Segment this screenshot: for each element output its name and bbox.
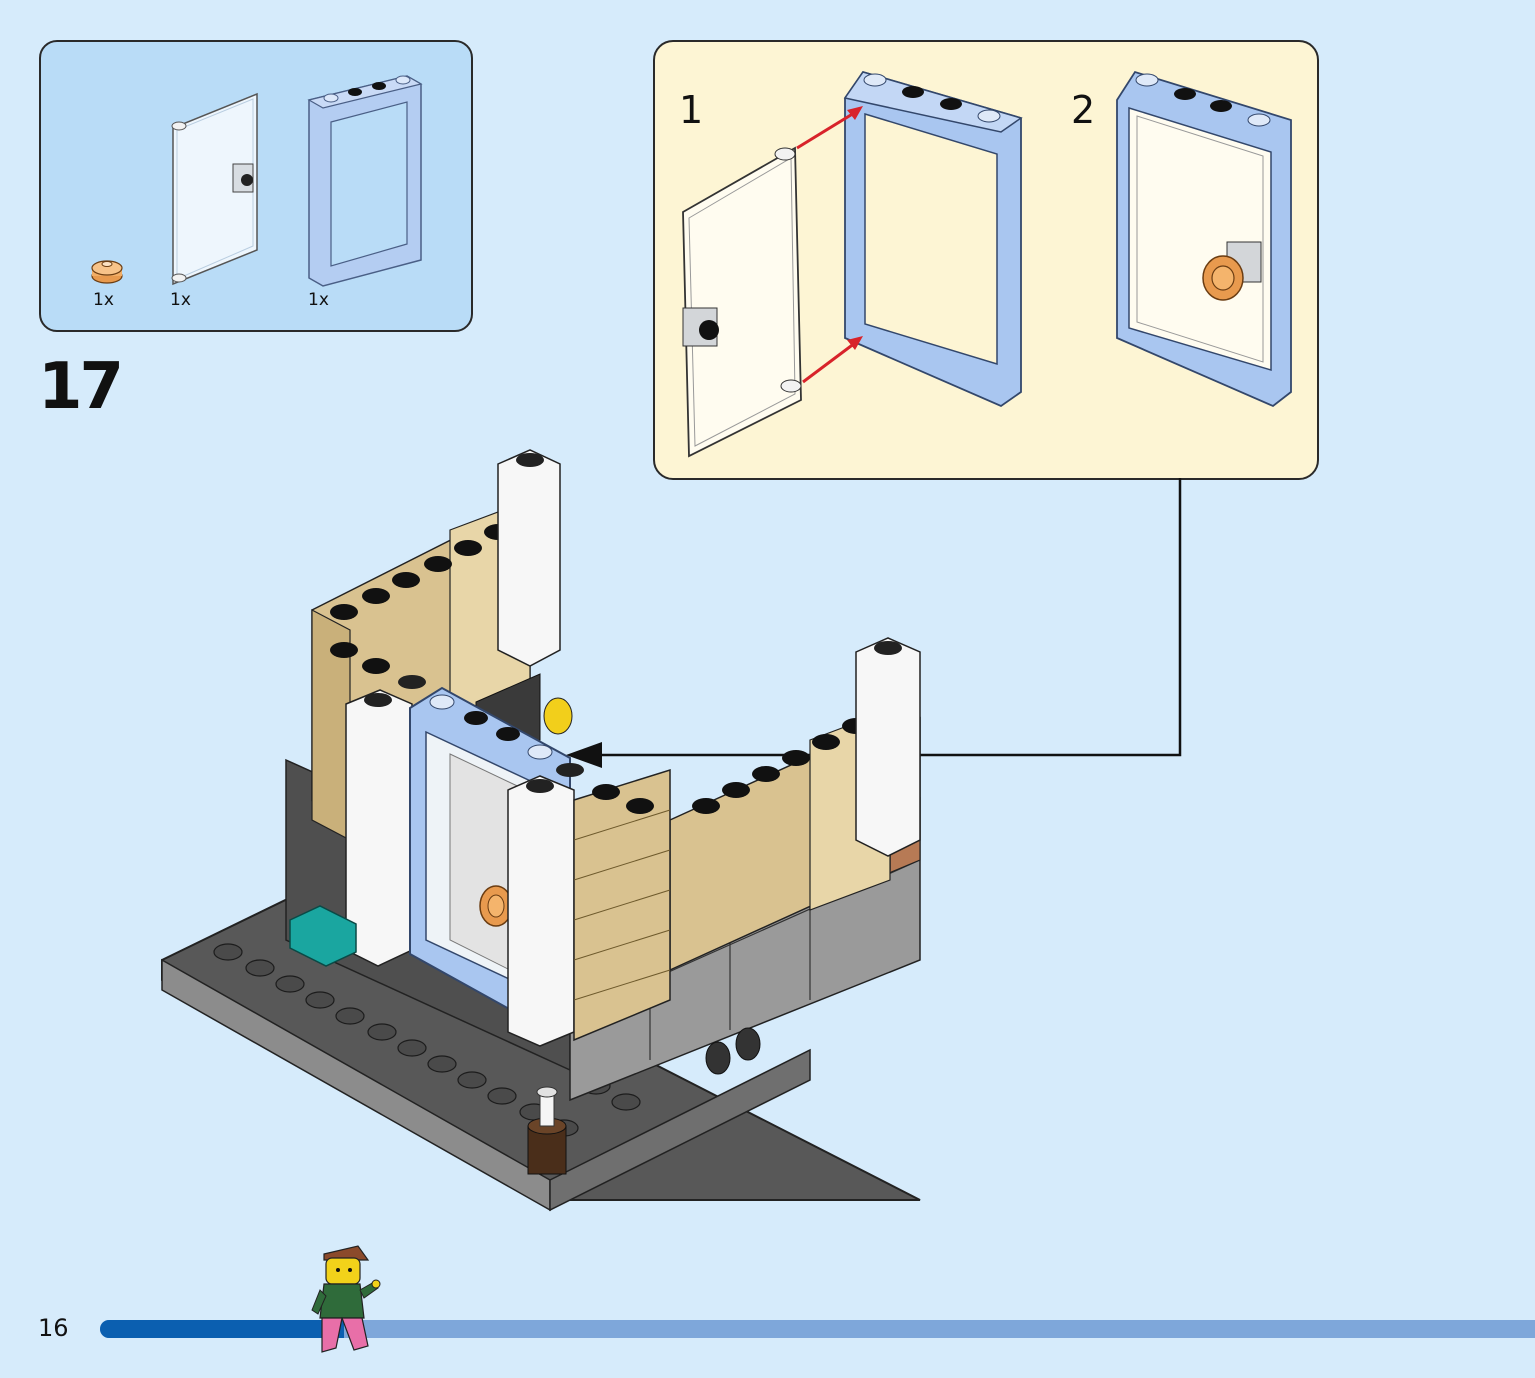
substep-number: 1 [679, 88, 704, 132]
substep-callout-panel: 1 2 [653, 40, 1319, 480]
substep-number: 2 [1071, 88, 1096, 132]
progress-bar-fill [100, 1320, 344, 1338]
parts-list-panel: 1x 1x 1x [39, 40, 473, 332]
part-quantity: 1x [170, 290, 191, 310]
part-quantity: 1x [308, 290, 329, 310]
door-frame-part-icon [307, 75, 423, 287]
door-part-icon [171, 92, 258, 286]
step-number: 17 [38, 350, 124, 424]
substep-2-illustration [1116, 70, 1292, 408]
progress-bar-track [100, 1320, 1535, 1338]
substep-1-illustration [682, 70, 1023, 458]
page-number: 16 [38, 1314, 69, 1342]
part-quantity: 1x [93, 290, 114, 310]
round-tile-part-icon [91, 260, 123, 284]
minifigure-progress-icon [311, 1245, 381, 1353]
model-assembly-illustration [161, 449, 921, 1212]
